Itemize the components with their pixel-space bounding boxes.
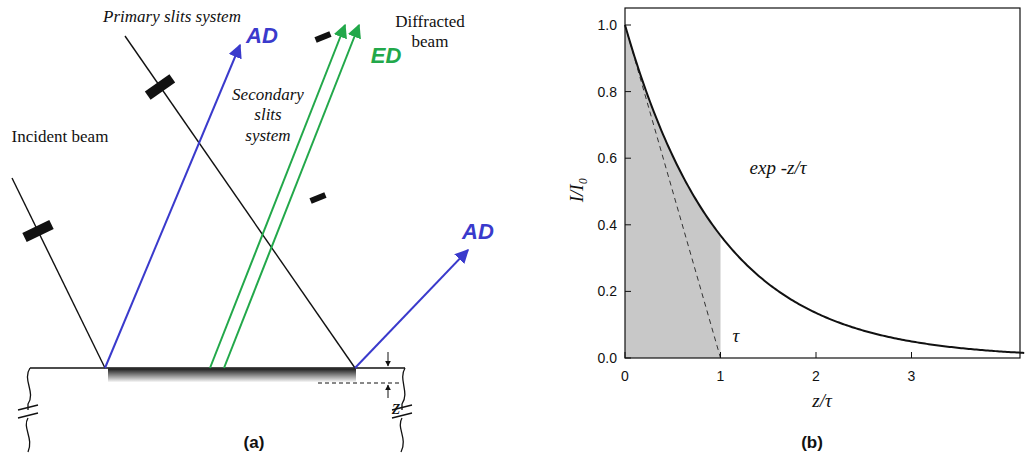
incident-line <box>12 178 105 368</box>
axis-label: z/τ <box>812 390 831 413</box>
curve-label: exp -z/τ <box>750 157 807 180</box>
beam-label: Incident beam <box>12 127 109 147</box>
depth-line <box>318 383 402 384</box>
tick-mark <box>816 352 817 358</box>
panel-label: (a) <box>244 433 265 453</box>
tick-mark <box>625 352 626 358</box>
tick-mark <box>720 352 721 358</box>
beam-label: Diffracted beam <box>391 12 469 53</box>
slit-label: Primary slits system <box>103 7 241 27</box>
depth-arrow <box>388 352 389 366</box>
decay-curve <box>625 25 1024 353</box>
tick-label: 1.0 <box>598 17 617 34</box>
tangent-line <box>625 25 721 358</box>
tick-label: 0 <box>621 368 629 385</box>
tick-label: 0.6 <box>598 150 617 167</box>
plot-frame <box>625 8 1020 358</box>
tick-label: 3 <box>908 368 916 385</box>
sample <box>18 368 412 452</box>
depth-label: z <box>392 395 400 420</box>
slit-block <box>309 192 326 204</box>
plot <box>625 8 1024 358</box>
tick-mark <box>625 291 631 292</box>
beam-label: AD <box>246 23 278 49</box>
tick-label: 0.4 <box>598 216 617 233</box>
tick-mark <box>625 91 631 92</box>
ed-beam <box>224 25 359 368</box>
tick-label: 0.0 <box>598 350 617 367</box>
slit-block <box>314 31 331 43</box>
tick-mark <box>625 158 631 159</box>
tick-label: 1 <box>717 368 725 385</box>
tick-label: 0.2 <box>598 283 617 300</box>
tick-mark <box>911 352 912 358</box>
ad-beam <box>105 45 240 368</box>
tick-mark <box>625 25 631 26</box>
tick-mark <box>625 358 631 359</box>
panel-label: (b) <box>801 433 823 453</box>
axis-label: I/I₀ <box>566 178 589 203</box>
slit-label: Secondary slits system <box>231 85 305 146</box>
beam-label: ED <box>371 43 402 69</box>
ed-beam <box>210 25 345 368</box>
surface-layer <box>108 369 356 383</box>
tau-label: τ <box>733 325 740 348</box>
ad-beam <box>355 250 468 368</box>
tick-mark <box>625 224 631 225</box>
tick-label: 2 <box>812 368 820 385</box>
depth-arrow <box>388 385 389 398</box>
slit-block <box>145 74 175 99</box>
beam-label: AD <box>462 219 494 245</box>
shaded-area <box>625 25 721 358</box>
tick-label: 0.8 <box>598 83 617 100</box>
slit-block <box>22 220 53 242</box>
